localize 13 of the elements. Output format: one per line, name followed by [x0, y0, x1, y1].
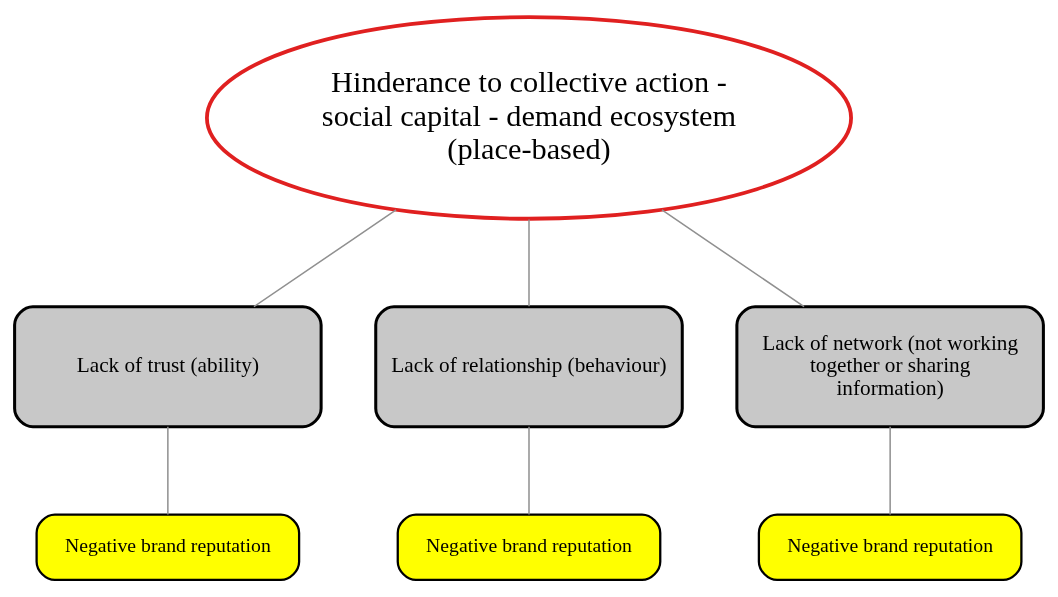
connector: [528, 218, 530, 308]
node-box: Lack of trust (ability): [13, 305, 323, 429]
node-box: Lack of network (not working together or sharing information): [735, 305, 1045, 429]
connector: [528, 426, 530, 516]
connector: [889, 426, 891, 516]
connector: [661, 209, 805, 308]
node-ellipse: Hinderance to collective action - social capital - demand ecosystem (place-based): [205, 15, 853, 221]
node-box: Negative brand reputation: [35, 513, 301, 582]
node-box: Lack of relationship (behaviour): [374, 305, 684, 429]
node-box: Negative brand reputation: [396, 513, 662, 582]
connector: [167, 426, 169, 516]
connector: [253, 209, 397, 308]
node-box: Negative brand reputation: [757, 513, 1023, 582]
